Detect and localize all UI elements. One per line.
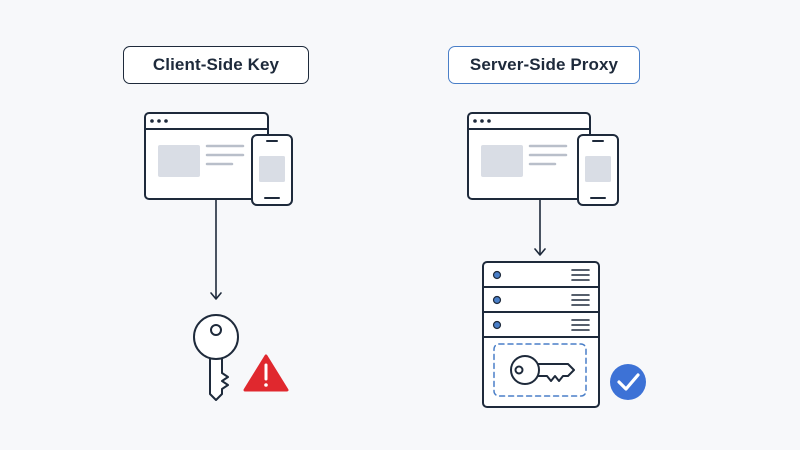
arrow-down-icon — [534, 199, 546, 256]
client-side-key-label: Client-Side Key — [123, 46, 309, 84]
browser-window-icon — [144, 112, 269, 200]
warning-icon — [243, 354, 289, 392]
key-icon — [510, 355, 575, 385]
key-icon — [193, 314, 239, 401]
server-side-proxy-label: Server-Side Proxy — [448, 46, 640, 84]
mobile-phone-icon — [577, 134, 619, 206]
mobile-phone-icon — [251, 134, 293, 206]
server-icon — [482, 261, 600, 408]
arrow-down-icon — [210, 199, 222, 300]
check-circle-icon — [610, 364, 646, 400]
browser-window-icon — [467, 112, 591, 200]
